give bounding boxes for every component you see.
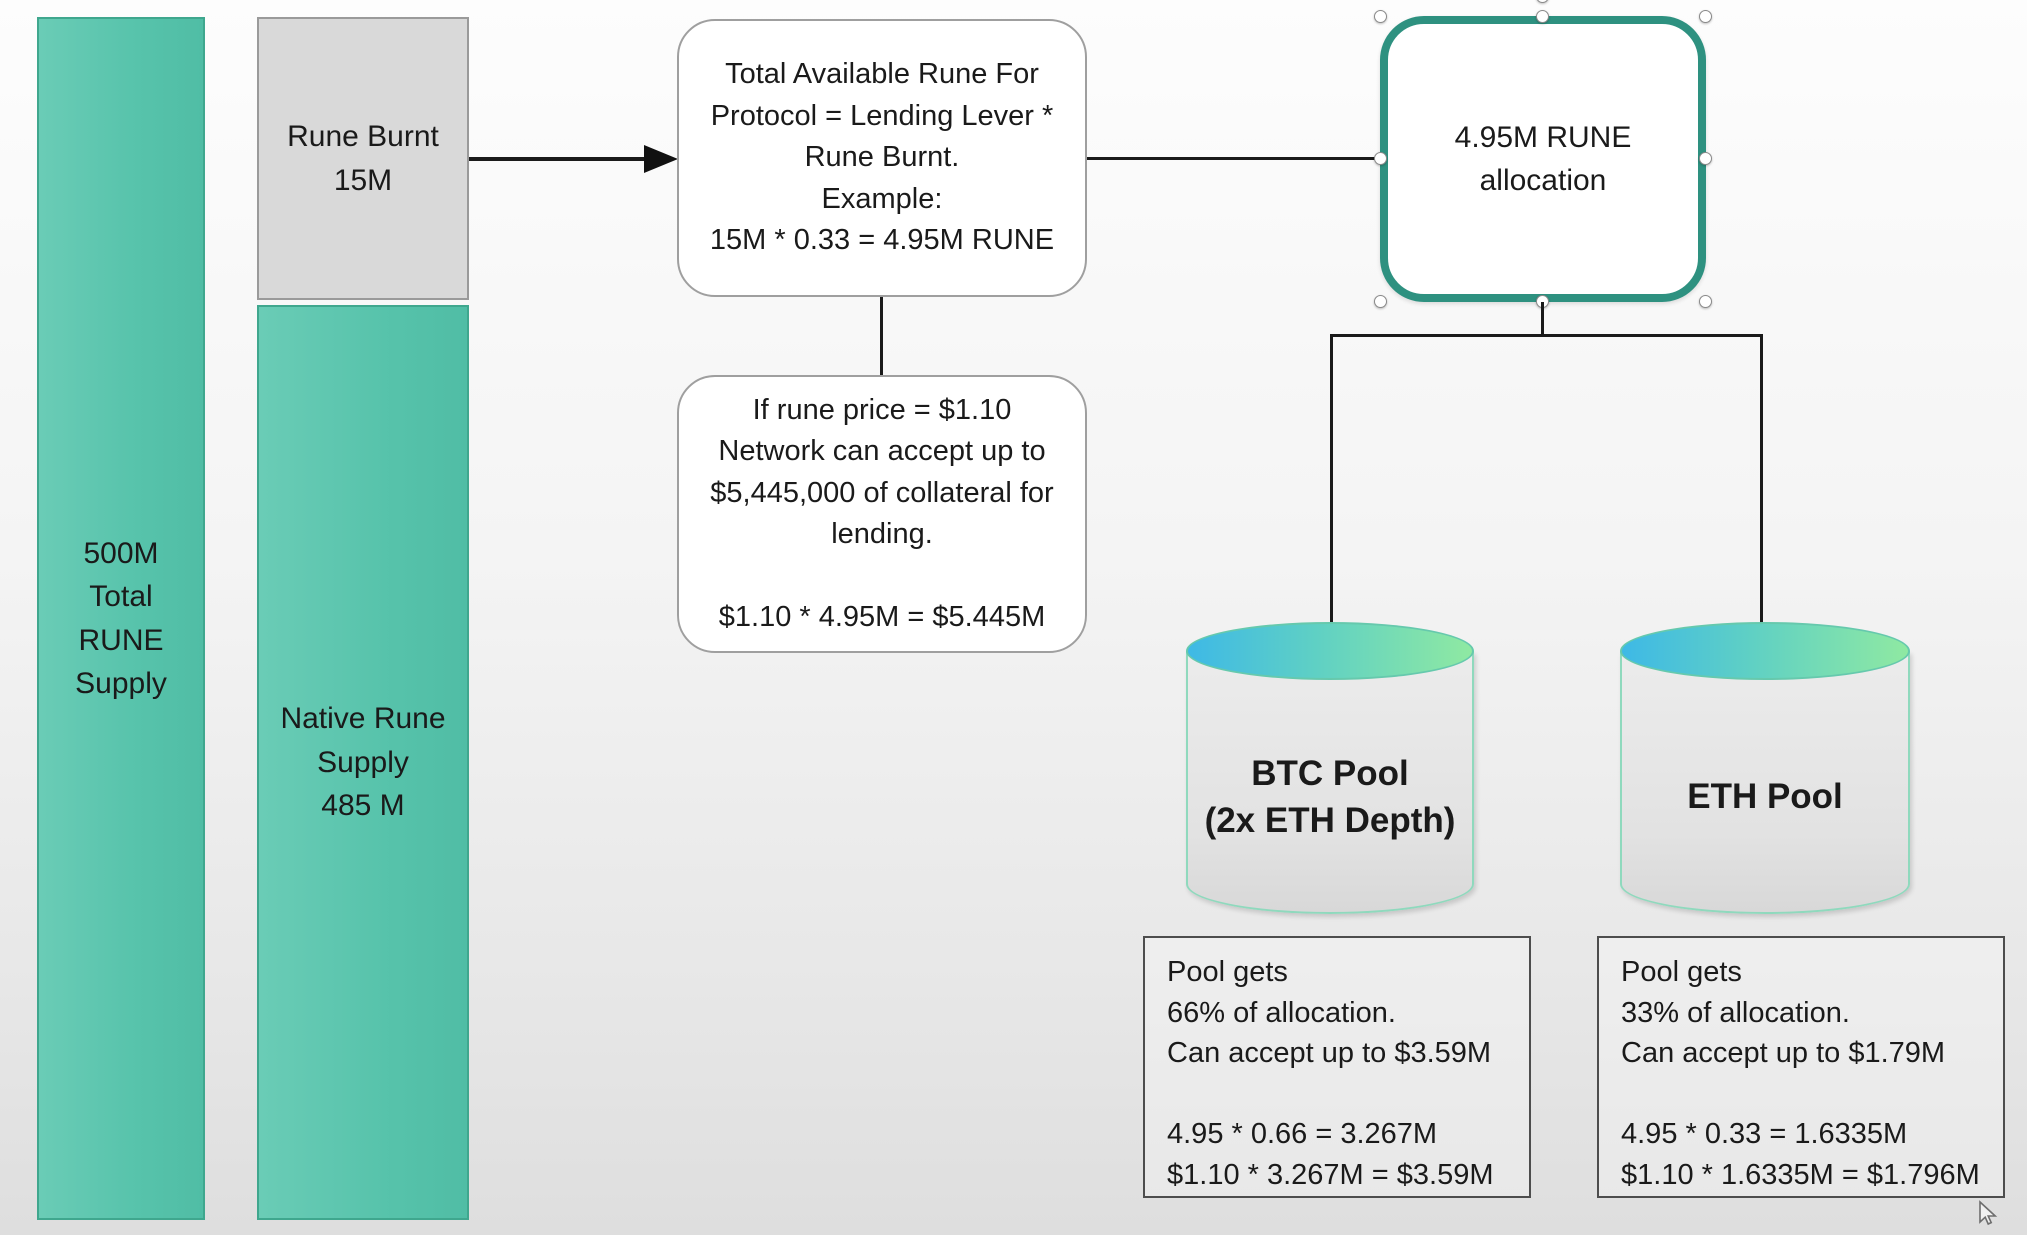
allocation-box[interactable]: 4.95M RUNE allocation [1374,0,1712,308]
selection-handle-e[interactable] [1699,152,1712,165]
allocation-label: 4.95M RUNE allocation [1454,120,1632,198]
eth-pool-label: ETH Pool [1687,777,1843,817]
btc-allocation-details[interactable]: Pool gets 66% of allocation. Can accept … [1143,936,1531,1198]
native-supply-box[interactable]: Native Rune Supply 485 M [257,305,469,1220]
selection-handle-w[interactable] [1374,152,1387,165]
selection-handle-ne[interactable] [1699,10,1712,23]
selection-handle-n[interactable] [1536,10,1549,23]
eth-pool-cylinder[interactable]: ETH Pool [1620,622,1910,914]
eth-pool-cylinder-body [1620,651,1910,914]
price-collateral-box[interactable]: If rune price = $1.10 Network can accept… [677,375,1087,653]
btc-pool-cylinder[interactable]: BTC Pool (2x ETH Depth) [1186,622,1474,914]
connector-allocation-stem [1541,302,1544,336]
protocol-formula-label: Total Available Rune For Protocol = Lend… [709,58,1055,257]
connector-drop-eth [1760,334,1763,625]
selection-handle-nw[interactable] [1374,10,1387,23]
mouse-cursor-icon [1978,1200,2000,1226]
connector-allocation-cross [1330,334,1763,337]
total-supply-bar[interactable]: 500M Total RUNE Supply [37,17,205,1220]
rotation-handle[interactable] [1536,0,1549,3]
rune-burnt-label: Rune Burnt 15M [287,120,439,197]
btc-pool-label: BTC Pool (2x ETH Depth) [1204,753,1456,840]
native-supply-label: Native Rune Supply 485 M [280,702,446,823]
connector-protocol-to-price [880,297,883,375]
arrowhead-icon [644,145,678,173]
connector-drop-btc [1330,334,1333,625]
selection-handle-sw[interactable] [1374,295,1387,308]
connector-burnt-to-protocol [469,157,645,161]
btc-pool-cylinder-body [1186,651,1474,914]
total-supply-label: 500M Total RUNE Supply [75,536,167,701]
btc-pool-cylinder-top [1186,622,1474,680]
eth-pool-cylinder-top [1620,622,1910,680]
connector-protocol-to-allocation [1087,157,1380,160]
eth-allocation-details[interactable]: Pool gets 33% of allocation. Can accept … [1597,936,2005,1198]
selection-handle-se[interactable] [1699,295,1712,308]
protocol-formula-box[interactable]: Total Available Rune For Protocol = Lend… [677,19,1087,297]
price-collateral-label: If rune price = $1.10 Network can accept… [710,393,1054,633]
rune-burnt-box[interactable]: Rune Burnt 15M [257,17,469,300]
